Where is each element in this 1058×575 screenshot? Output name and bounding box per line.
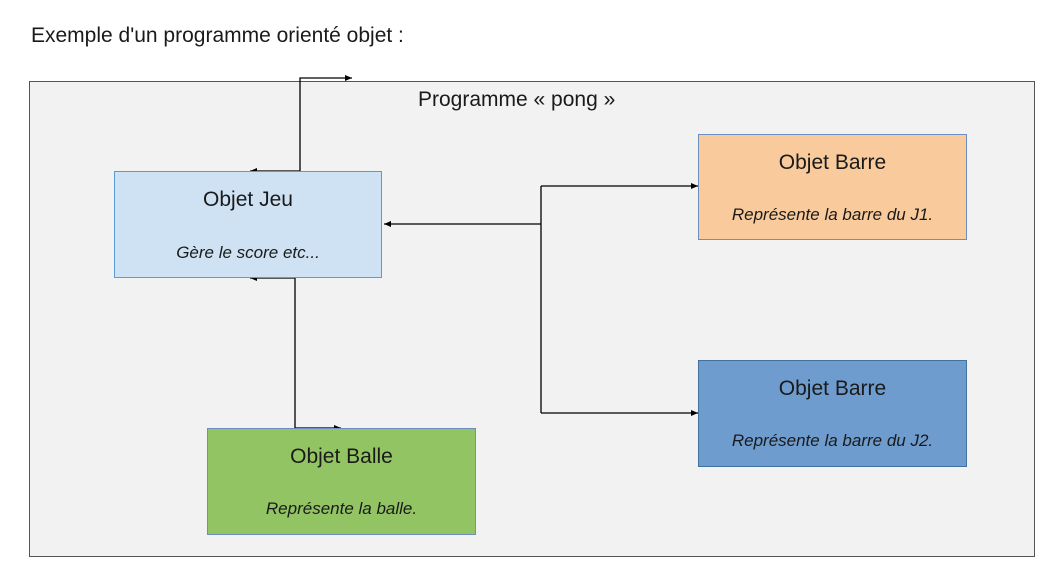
program-frame-title: Programme « pong » <box>418 88 616 111</box>
node-objet-barre-j1: Objet Barre Représente la barre du J1. <box>698 134 967 240</box>
node-objet-barre-j2-title: Objet Barre <box>778 377 887 400</box>
node-objet-balle: Objet Balle Représente la balle. <box>207 428 476 535</box>
node-objet-barre-j2: Objet Barre Représente la barre du J2. <box>698 360 967 467</box>
page-heading: Exemple d'un programme orienté objet : <box>31 24 404 47</box>
node-objet-barre-j1-title: Objet Barre <box>778 151 887 174</box>
node-objet-balle-description: Représente la balle. <box>265 499 418 518</box>
node-objet-jeu: Objet Jeu Gère le score etc... <box>114 171 382 278</box>
node-objet-barre-j1-description: Représente la barre du J1. <box>731 205 934 224</box>
node-objet-jeu-description: Gère le score etc... <box>176 243 320 262</box>
node-objet-balle-title: Objet Balle <box>290 445 393 468</box>
node-objet-barre-j2-description: Représente la barre du J2. <box>731 431 934 450</box>
node-objet-jeu-title: Objet Jeu <box>203 188 293 211</box>
